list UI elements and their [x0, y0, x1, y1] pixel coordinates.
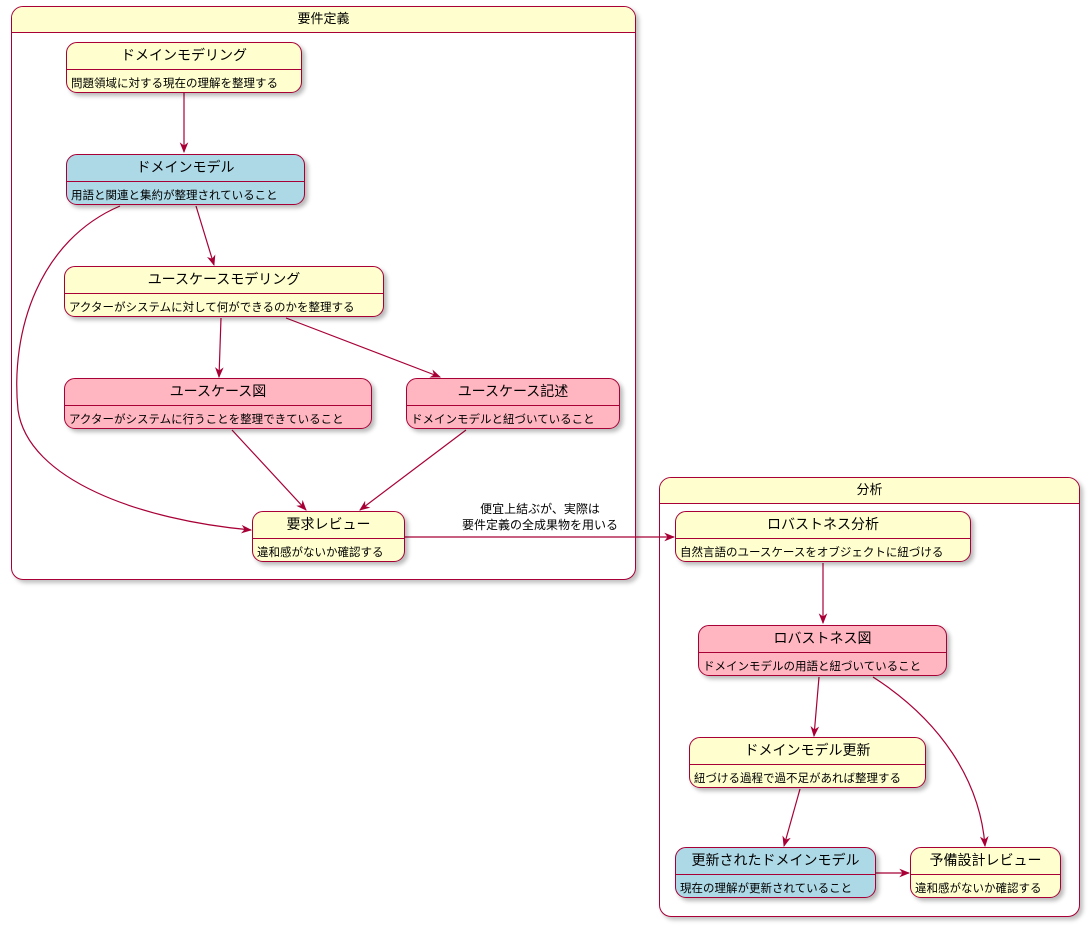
state-domain-modeling[interactable]: ドメインモデリング 問題領域に対する現在の理解を整理する	[66, 42, 302, 93]
edge-usecase-modeling-to-usecase-diagram	[215, 317, 224, 379]
state-description: ドメインモデルと紐づいていること	[411, 412, 595, 426]
state-usecase-modeling[interactable]: ユースケースモデリング アクターがシステムに対して何ができるのかを整理する	[64, 266, 384, 317]
state-description: アクターがシステムに行うことを整理できていること	[69, 412, 344, 426]
edge-usecase-diagram-to-requirements-review	[231, 429, 307, 511]
state-usecase-description[interactable]: ユースケース記述 ドメインモデルと紐づいていること	[406, 378, 620, 429]
edge-domain-model-update-to-updated-domain-model	[782, 788, 801, 848]
state-title: ロバストネス図	[699, 626, 946, 653]
edge-usecase-description-to-requirements-review	[359, 429, 467, 511]
state-description: アクターがシステムに対して何ができるのかを整理する	[69, 300, 355, 314]
state-description: 自然言語のユースケースをオブジェクトに紐づける	[680, 545, 944, 559]
state-description: 現在の理解が更新されていること	[680, 881, 853, 895]
state-preliminary-design-review[interactable]: 予備設計レビュー 違和感がないか確認する	[910, 847, 1061, 898]
state-title: ロバストネス分析	[676, 512, 970, 539]
state-title: ドメインモデル	[67, 155, 304, 182]
state-title: ユースケースモデリング	[65, 267, 383, 294]
state-description: 違和感がないか確認する	[257, 545, 384, 559]
state-description: 用語と関連と集約が整理されていること	[71, 188, 278, 202]
state-description: 紐づける過程で過不足があれば整理する	[694, 771, 901, 785]
state-title: ユースケース記述	[407, 379, 619, 406]
state-title: 予備設計レビュー	[911, 848, 1060, 875]
state-description: ドメインモデルの用語と紐づいていること	[703, 659, 922, 673]
state-title: ドメインモデリング	[67, 43, 301, 70]
group-requirements-title: 要件定義	[12, 7, 635, 33]
edge-label-review-to-robustness: 便宜上結ぶが、実際は 要件定義の全成果物を用いる	[440, 501, 640, 533]
state-description: 違和感がないか確認する	[915, 881, 1042, 895]
edge-label-line-1: 便宜上結ぶが、実際は	[480, 502, 600, 516]
state-title: ドメインモデル更新	[690, 738, 925, 765]
state-usecase-diagram[interactable]: ユースケース図 アクターがシステムに行うことを整理できていること	[64, 378, 372, 429]
edge-robustness-diagram-to-domain-model-update	[810, 676, 820, 738]
state-domain-model-update[interactable]: ドメインモデル更新 紐づける過程で過不足があれば整理する	[689, 737, 926, 788]
state-requirements-review[interactable]: 要求レビュー 違和感がないか確認する	[252, 511, 405, 562]
state-description: 問題領域に対する現在の理解を整理する	[71, 76, 278, 90]
edge-label-line-2: 要件定義の全成果物を用いる	[461, 518, 618, 532]
group-analysis-title: 分析	[660, 478, 1079, 504]
edge-domain-model-to-requirements-review	[16, 205, 253, 534]
state-updated-domain-model[interactable]: 更新されたドメインモデル 現在の理解が更新されていること	[675, 847, 876, 898]
state-domain-model[interactable]: ドメインモデル 用語と関連と集約が整理されていること	[66, 154, 305, 205]
state-robustness-diagram[interactable]: ロバストネス図 ドメインモデルの用語と紐づいていること	[698, 625, 947, 676]
state-title: 要求レビュー	[253, 512, 404, 539]
state-robustness-analysis[interactable]: ロバストネス分析 自然言語のユースケースをオブジェクトに紐づける	[675, 511, 971, 562]
state-title: ユースケース図	[65, 379, 371, 406]
edge-usecase-modeling-to-usecase-description	[285, 317, 442, 378]
group-analysis: 分析	[659, 477, 1080, 917]
edge-robustness-diagram-to-preliminary-design-review	[872, 676, 989, 848]
state-title: 更新されたドメインモデル	[676, 848, 875, 875]
edge-domain-model-to-usecase-modeling	[195, 205, 216, 267]
